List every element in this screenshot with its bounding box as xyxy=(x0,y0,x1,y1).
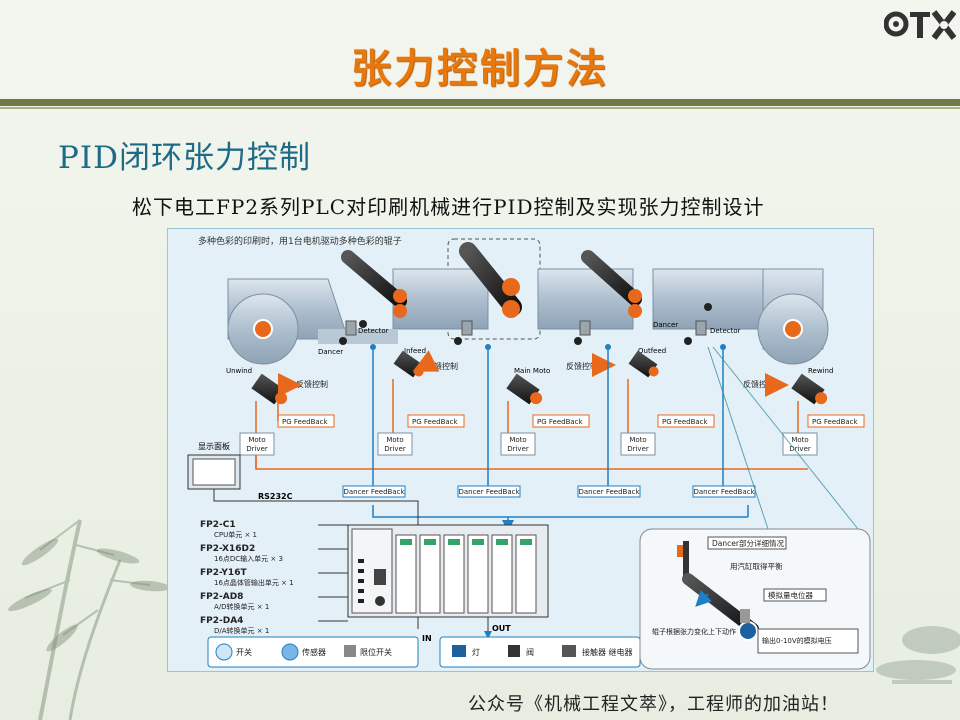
moto-driver-label: Driver xyxy=(627,445,649,453)
input-devices-box xyxy=(207,636,419,668)
dancer-feedback-label: Dancer FeedBack xyxy=(343,488,405,496)
feedback-control-label: 反馈控制 xyxy=(426,361,458,371)
ink-landscape-decoration xyxy=(876,626,960,684)
diagram-caption: 松下电工FP2系列PLC对印刷机械进行PID控制及实现张力控制设计 xyxy=(132,195,765,219)
moto-driver-label: Driver xyxy=(789,445,811,453)
module-list: FP2-C1 CPU单元 × 1 FP2-X16D2 16点DC输入单元 × 3… xyxy=(200,520,294,635)
balance-note: 用汽缸取得平衡 xyxy=(730,561,783,571)
dancer-feedback-label: Dancer FeedBack xyxy=(693,488,755,496)
rewind-label: Rewind xyxy=(808,367,833,375)
title-divider xyxy=(0,99,960,106)
roller-note: 辊子根据张力变化上下动作 xyxy=(652,627,736,636)
module-name: FP2-DA4 xyxy=(200,616,243,626)
out-label: OUT xyxy=(492,624,511,633)
print-rollers xyxy=(341,242,642,318)
detectors xyxy=(345,320,707,336)
pg-feedback-label: PG FeedBack xyxy=(662,418,709,426)
moto-driver-label: Moto xyxy=(791,436,808,444)
moto-driver-label: Moto xyxy=(509,436,526,444)
web-path xyxy=(227,268,824,350)
feedback-control-label: 反馈控制 xyxy=(566,361,598,371)
module-name: FP2-Y16T xyxy=(200,568,247,578)
rs232c-label: RS232C xyxy=(258,492,293,501)
feedback-control-label: 反馈控制 xyxy=(743,379,775,389)
relay-label: 接触器 继电器 xyxy=(582,647,633,657)
section-heading: PID闭环张力控制 xyxy=(58,140,311,176)
pg-feedback-label: PG FeedBack xyxy=(537,418,584,426)
top-note: 多种色彩的印刷时，用1台电机驱动多种色彩的辊子 xyxy=(198,235,402,247)
valve-label: 阀 xyxy=(526,648,534,657)
display-panel-label: 显示面板 xyxy=(198,441,230,451)
lamp-label: 灯 xyxy=(472,647,480,657)
motors xyxy=(251,350,828,405)
dancer-feedback-label: Dancer FeedBack xyxy=(578,488,640,496)
company-logo xyxy=(884,10,956,40)
dancer-label: Dancer xyxy=(653,321,678,329)
module-desc: D/A转换单元 × 1 xyxy=(214,626,269,635)
detector-label: Detector xyxy=(710,327,741,335)
module-desc: CPU单元 × 1 xyxy=(214,530,257,539)
feedback-control-label: 反馈控制 xyxy=(296,379,328,389)
diagram-canvas: 多种色彩的印刷时，用1台电机驱动多种色彩的辊子 Detector Detecto… xyxy=(187,235,871,670)
moto-driver-label: Driver xyxy=(507,445,529,453)
moto-driver-label: Moto xyxy=(629,436,646,444)
pg-feedback-label: PG FeedBack xyxy=(412,418,459,426)
unwind-label: Unwind xyxy=(226,367,252,375)
moto-driver-label: Driver xyxy=(384,445,406,453)
moto-driver-label: Moto xyxy=(386,436,403,444)
bamboo-decoration xyxy=(8,519,170,720)
dancer-label: Dancer xyxy=(318,348,343,356)
module-name: FP2-AD8 xyxy=(200,592,243,602)
outfeed-label: Outfeed xyxy=(638,347,666,355)
analog-output-note: 输出0-10V的模拟电压 xyxy=(762,636,832,645)
switch-label: 开关 xyxy=(236,647,252,657)
tension-control-diagram: 多种色彩的印刷时，用1台电机驱动多种色彩的辊子 Detector Detecto… xyxy=(167,228,874,672)
title-divider-thin xyxy=(0,107,960,109)
pg-feedback-label: PG FeedBack xyxy=(812,418,859,426)
potentiometer-label: 模拟量电位器 xyxy=(768,590,813,600)
dancer-detail-title: Dancer部分详细情况 xyxy=(712,538,784,548)
module-desc: 16点DC输入单元 × 3 xyxy=(214,554,283,563)
in-label: IN xyxy=(422,634,432,643)
sensor-label: 传感器 xyxy=(302,647,326,657)
moto-driver-label: Driver xyxy=(246,445,268,453)
module-desc: 16点晶体管输出单元 × 1 xyxy=(214,578,294,587)
slide-title: 张力控制方法 xyxy=(351,46,609,92)
main-moto-label: Main Moto xyxy=(514,367,550,375)
footer-credit: 公众号《机械工程文萃》，工程师的加油站！ xyxy=(468,694,839,715)
plc-rack xyxy=(347,524,549,618)
limit-switch-label: 限位开关 xyxy=(360,647,392,657)
dancer-feedback-label: Dancer FeedBack xyxy=(458,488,520,496)
moto-driver-label: Moto xyxy=(248,436,265,444)
detector-label: Detector xyxy=(358,327,389,335)
module-desc: A/D转换单元 × 1 xyxy=(214,602,269,611)
module-name: FP2-C1 xyxy=(200,520,236,530)
pg-feedback-label: PG FeedBack xyxy=(282,418,329,426)
module-name: FP2-X16D2 xyxy=(200,544,255,554)
dancer-mechanism xyxy=(677,541,759,641)
